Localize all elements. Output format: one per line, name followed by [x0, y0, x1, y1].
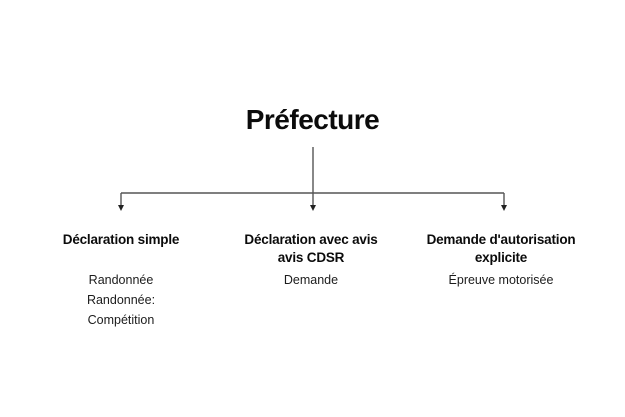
branch-heading-line: Demande d'autorisation	[426, 232, 576, 247]
branch-heading: Déclaration simple	[36, 231, 206, 270]
branch-item: Randonnée	[88, 273, 154, 287]
branch-heading-line: avis CDSR	[277, 249, 345, 265]
branch-item: Randonnée:	[86, 293, 156, 307]
branch-item: Demande	[283, 273, 339, 287]
branch-declaration-avec-avis: Déclaration avec avis avis CDSR Demande	[226, 231, 396, 290]
branch-heading-line: Déclaration simple	[62, 232, 180, 247]
branch-demande-autorisation-explicite: Demande d'autorisation explicite Épreuve…	[411, 231, 591, 290]
branch-declaration-simple: Déclaration simple Randonnée Randonnée: …	[36, 231, 206, 330]
arrowhead-down-left-icon	[118, 205, 124, 211]
arrowhead-down-center-icon	[310, 205, 316, 211]
branch-item-list: Randonnée Randonnée: Compétition	[36, 270, 206, 330]
branch-heading-line: Déclaration avec avis	[244, 232, 378, 247]
arrowhead-down-right-icon	[501, 205, 507, 211]
branch-item: Épreuve motorisée	[448, 273, 554, 287]
branch-item-list: Demande	[226, 270, 396, 290]
branch-heading: Demande d'autorisation explicite	[411, 231, 591, 270]
branch-heading-line: explicite	[474, 249, 528, 265]
branch-item: Compétition	[87, 313, 155, 327]
branch-item-list: Épreuve motorisée	[411, 270, 591, 290]
root-node-label: Préfecture	[245, 104, 380, 135]
branch-heading: Déclaration avec avis avis CDSR	[226, 231, 396, 270]
